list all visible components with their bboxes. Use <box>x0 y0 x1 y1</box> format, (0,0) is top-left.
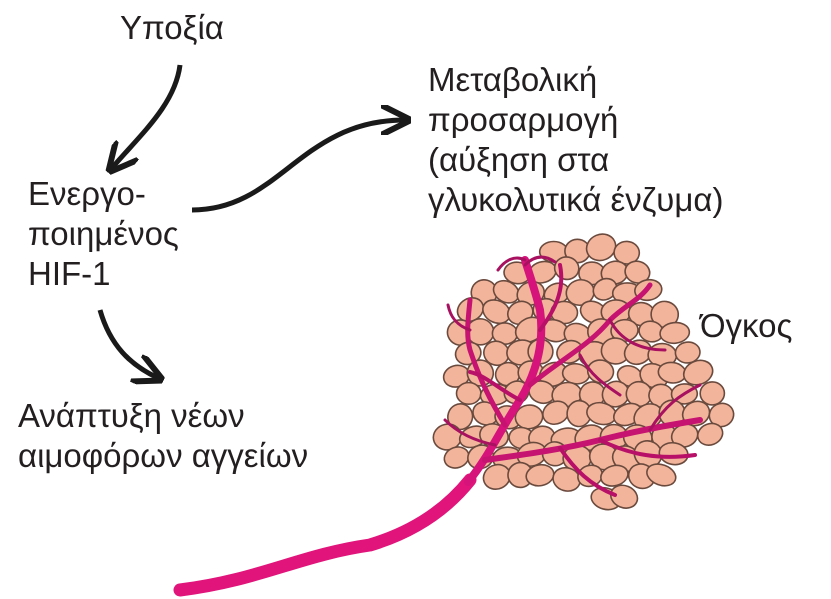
angiogenesis-line-1: Ανάπτυξη νέων <box>18 396 308 436</box>
metabolic-line-3: (αύξηση στα <box>428 140 723 180</box>
tumor-cell <box>457 383 481 405</box>
tumor-label: Όγκος <box>700 306 792 346</box>
arrow-hypoxia-to-hif1 <box>112 65 180 168</box>
hif1-line-1: Ενεργο- <box>28 174 179 214</box>
tumor-cell <box>582 230 619 265</box>
angiogenesis-line-2: αιμοφόρων αγγείων <box>18 436 308 476</box>
metabolic-line-2: προσαρμογή <box>428 100 723 140</box>
hif1-line-3: HIF-1 <box>28 254 179 294</box>
vessel-trunk <box>180 480 470 590</box>
metabolic-line-1: Μεταβολική <box>428 60 723 100</box>
hif1-label: Ενεργο- ποιημένος HIF-1 <box>28 174 179 294</box>
angiogenesis-label: Ανάπτυξη νέων αιμοφόρων αγγείων <box>18 396 308 476</box>
metabolic-line-4: γλυκολυτικά ένζυμα) <box>428 180 723 220</box>
arrow-hif1-to-metabolic <box>192 120 405 210</box>
metabolic-adaptation-label: Μεταβολική προσαρμογή (αύξηση στα γλυκολ… <box>428 60 723 220</box>
arrow-hif1-to-angiogenesis <box>100 310 158 378</box>
hypoxia-label: Υποξία <box>120 8 224 48</box>
hif1-line-2: ποιημένος <box>28 214 179 254</box>
